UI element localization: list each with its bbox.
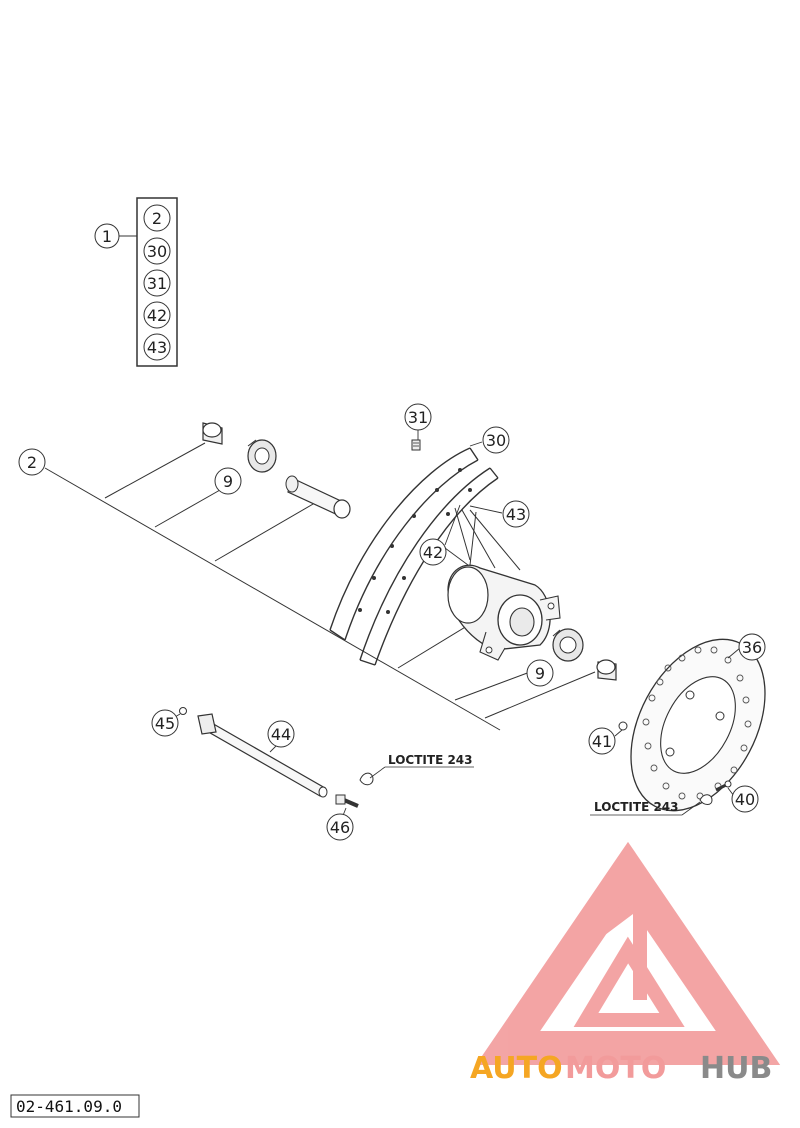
wheel-hub [447,564,561,661]
bearing-top [247,439,277,473]
kit-item-circle [143,333,171,361]
bearing-right [552,628,584,662]
svg-text:42: 42 [423,543,443,562]
axle-screw [335,794,359,808]
svg-text:02-461.09.0: 02-461.09.0 [16,1097,122,1116]
svg-text:40: 40 [735,790,755,809]
spacer-bushing-right [596,659,617,681]
kit-callout-label: 1 [102,227,112,246]
spacer-tube [285,475,351,519]
callout-9-top: 9 [214,467,242,495]
svg-text:41: 41 [592,732,612,751]
callout-42: 42 [419,538,447,566]
svg-text:45: 45 [155,714,175,733]
watermark-text-moto: MOTO [565,1051,666,1086]
svg-text:LOCTITE 243: LOCTITE 243 [388,753,473,767]
loctite-drop-right [699,794,713,805]
svg-text:30: 30 [486,431,506,450]
svg-text:2: 2 [27,453,37,472]
callout-46: 46 [326,813,354,841]
callout-41: 41 [588,727,616,755]
spoke-nipple [411,439,421,451]
loctite-note-2: LOCTITE 243 [590,800,701,816]
reference-number-box: 02-461.09.0 [10,1094,140,1118]
svg-text:9: 9 [223,472,233,491]
brake-disc [630,638,766,812]
loctite-note-1: LOCTITE 243 [369,753,474,779]
callout-43: 43 [502,500,530,528]
rim-spoke-holes [358,468,472,614]
o-ring [179,707,187,715]
watermark-text-auto: AUTO [470,1051,563,1086]
kit-item-circle [143,204,171,232]
svg-text:36: 36 [742,638,762,657]
svg-text:9: 9 [535,664,545,683]
spacer-bushing-top [202,422,223,445]
callout-36: 36 [738,633,766,661]
kit-callout-circle [94,223,120,249]
callout-30: 30 [482,426,510,454]
kit-item-label: 43 [147,338,167,357]
svg-text:43: 43 [506,505,526,524]
kit-item-circle [143,301,171,329]
wheel-axle [197,713,328,798]
kit-item-circle [143,269,171,297]
svg-text:46: 46 [330,818,350,837]
disc-screw [715,780,732,792]
callout-31: 31 [404,403,432,431]
callout-40: 40 [731,785,759,813]
kit-item-label: 2 [152,209,162,228]
kit-item-label: 31 [147,274,167,293]
svg-text:44: 44 [271,725,291,744]
kit-item-label: 42 [147,306,167,325]
kit-item-label: 30 [147,242,167,261]
loctite-drop-left [359,772,374,786]
callout-45: 45 [151,709,179,737]
svg-text:31: 31 [408,408,428,427]
spokes [454,507,521,571]
callout-9-bottom: 9 [526,659,554,687]
kit-item-circle [143,237,171,265]
washer [618,721,628,731]
svg-text:LOCTITE 243: LOCTITE 243 [594,800,679,814]
callout-2: 2 [18,448,46,476]
kit-group: 1 2 30 31 42 43 [94,197,178,367]
watermark-text-hub: HUB [700,1051,772,1086]
watermark-logo [475,841,781,1065]
kit-box [136,197,178,367]
callout-44: 44 [267,720,295,748]
